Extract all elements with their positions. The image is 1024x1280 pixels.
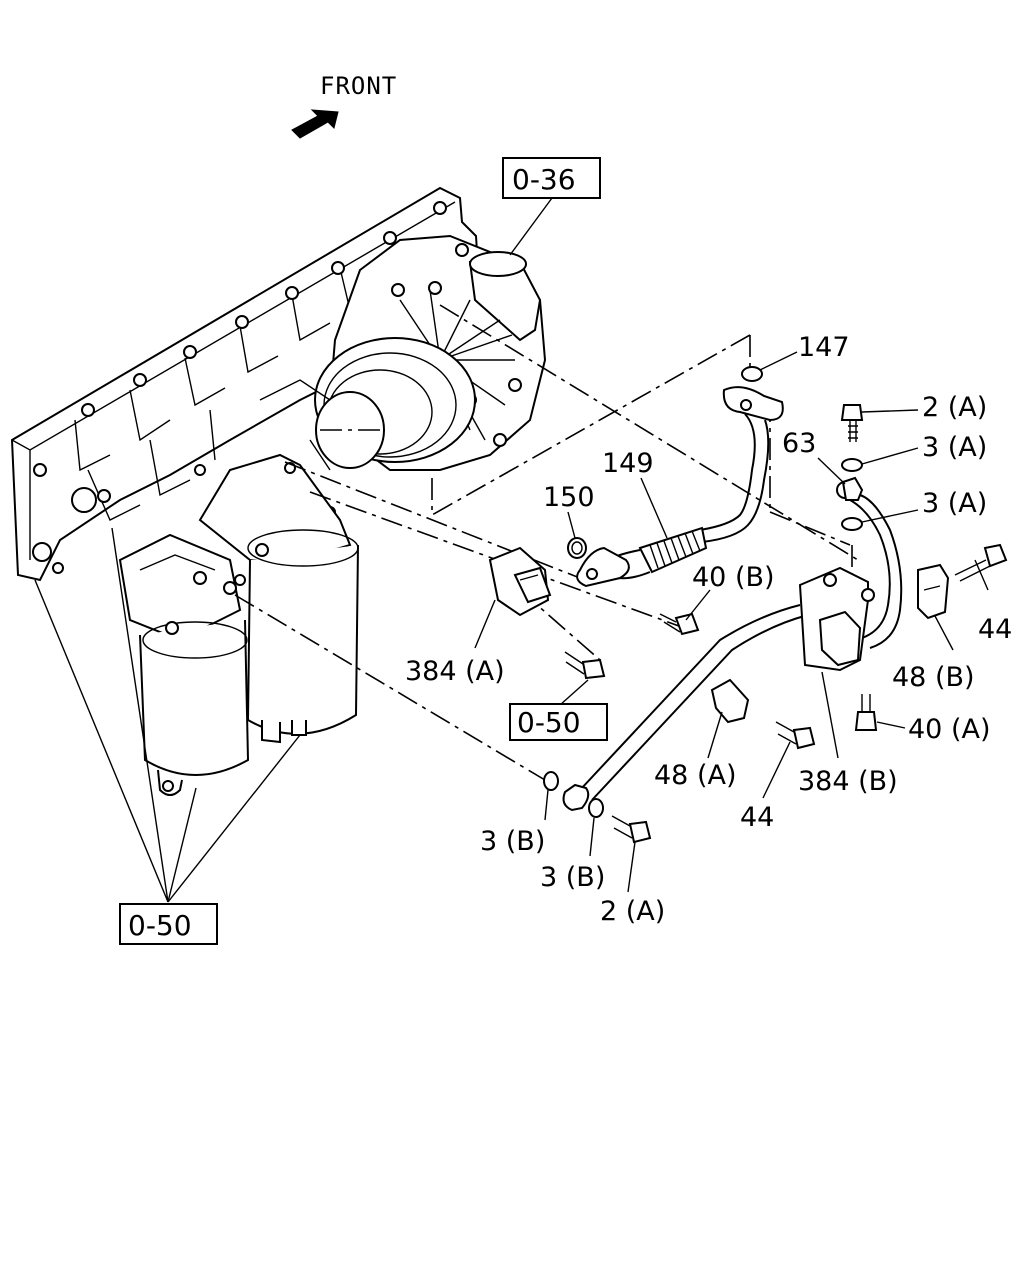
front-label: FRONT: [320, 72, 397, 100]
callout-48a: 48 (A): [654, 760, 736, 791]
water-pump: [259, 234, 547, 471]
ref-0-36-label: 0-36: [512, 163, 576, 196]
washer-3a-mid: [841, 517, 863, 531]
callout-3b-1: 3 (B): [480, 826, 545, 857]
bolt-44-right: [954, 543, 1008, 582]
ref-box-0-36[interactable]: 0-36: [502, 157, 601, 199]
callout-147: 147: [798, 332, 850, 363]
callout-labels: 147 2 (A) 63 3 (A) 3 (A) 149 150 44 40 (…: [405, 332, 1012, 927]
leader-lines: [34, 197, 989, 903]
callout-2a-low: 2 (A): [600, 896, 665, 927]
clamp-48b: [917, 563, 950, 620]
bracket-384a: [488, 546, 552, 617]
ref-box-0-50-low[interactable]: 0-50: [119, 903, 218, 945]
callout-63: 63: [782, 428, 816, 459]
ref-0-50-mid-label: 0-50: [517, 706, 581, 739]
callout-40b: 40 (B): [692, 562, 775, 593]
oil-filter-left: [118, 533, 250, 796]
bolt-2a-low: [611, 815, 652, 844]
callout-149: 149: [602, 448, 654, 479]
callout-384a: 384 (A): [405, 656, 505, 687]
turbo-oil-pipe: [576, 386, 784, 588]
callout-48b: 48 (B): [892, 662, 975, 693]
oil-filter-right: [198, 453, 359, 744]
o-ring-150: [567, 537, 587, 559]
ref-box-0-50-mid[interactable]: 0-50: [509, 703, 608, 741]
bolt-44-low: [775, 721, 816, 750]
gasket-147: [741, 366, 763, 382]
bolt-50-mid: [564, 651, 606, 680]
bracket-384b: [798, 566, 875, 672]
callout-3b-2: 3 (B): [540, 862, 605, 893]
callout-384b: 384 (B): [798, 766, 898, 797]
callout-2a-top: 2 (A): [922, 392, 987, 423]
clamp-48a: [710, 678, 750, 724]
bolt-40b: [659, 612, 700, 636]
callout-44-low: 44: [740, 802, 774, 833]
callout-150: 150: [543, 482, 595, 513]
front-arrow-icon: [291, 109, 339, 139]
bolt-40a: [854, 694, 878, 731]
washer-3a-top: [841, 458, 863, 472]
callout-40a: 40 (A): [908, 714, 990, 745]
callout-3a-2: 3 (A): [922, 488, 987, 519]
washer-3b-2: [588, 798, 604, 818]
callout-44-right: 44: [978, 614, 1012, 645]
callout-3a-1: 3 (A): [922, 432, 987, 463]
union-63: [841, 476, 864, 501]
bolt-2a-top: [840, 404, 864, 442]
washer-3b-1: [543, 771, 559, 791]
ref-0-50-low-label: 0-50: [128, 909, 192, 942]
